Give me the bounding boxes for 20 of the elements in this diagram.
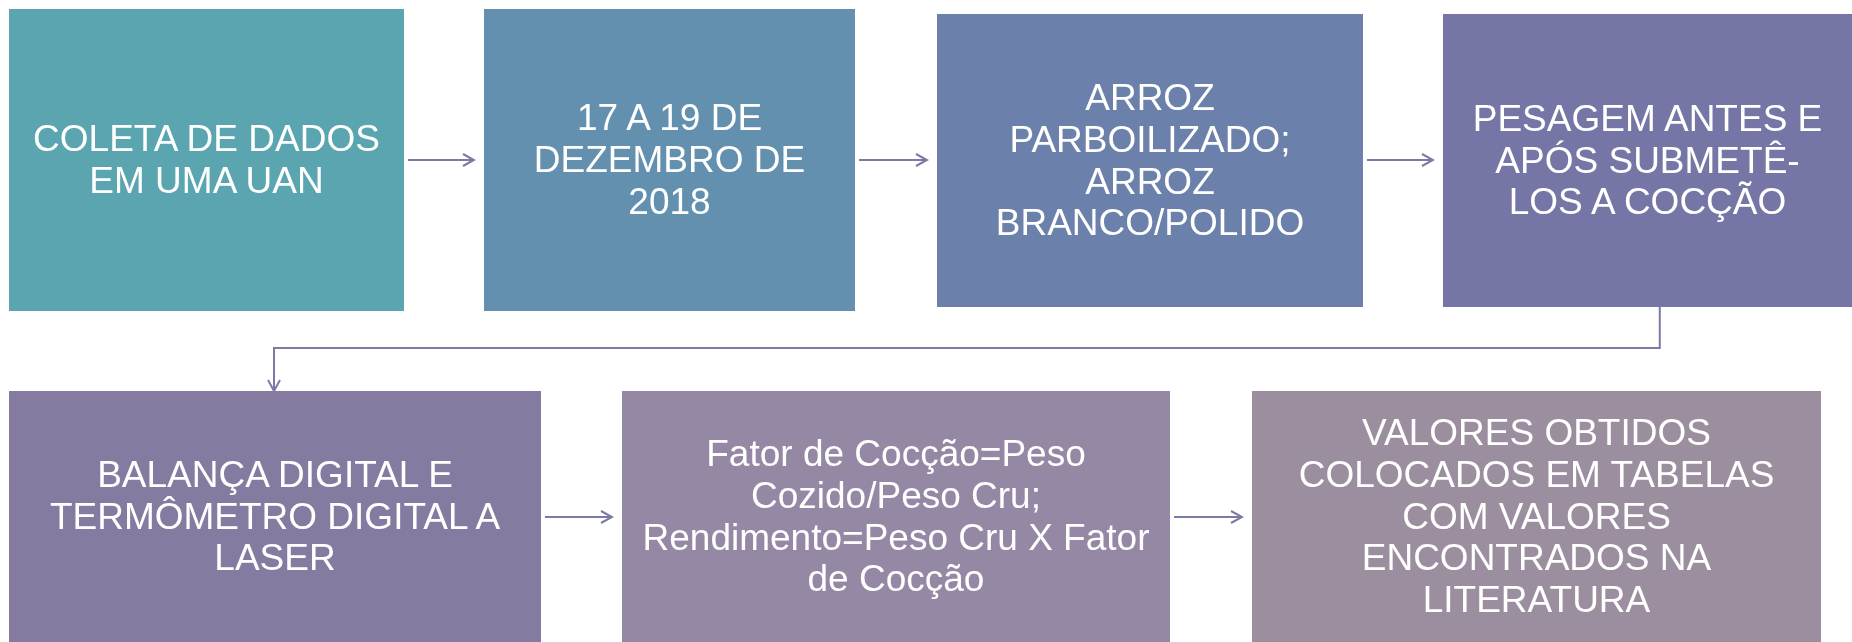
process-box xyxy=(9,9,404,311)
arrow xyxy=(1173,510,1243,524)
arrow xyxy=(1366,153,1434,167)
arrow xyxy=(858,153,928,167)
step-text: Fator de Cocção=Peso Cozido/Peso Cru; Rendimento=Peso Cru X Fator de Cocção xyxy=(641,432,1151,601)
process-box xyxy=(622,391,1170,642)
step-text: 17 A 19 DE DEZEMBRO DE 2018 xyxy=(532,97,807,223)
process-box xyxy=(937,14,1363,307)
step-text: PESAGEM ANTES E APÓS SUBMETÊ-LOS A COCÇÃO xyxy=(1471,97,1824,224)
step-text: BALANÇA DIGITAL E TERMÔMETRO DIGITAL A LASER xyxy=(48,453,502,580)
process-box xyxy=(9,391,541,642)
arrow xyxy=(267,306,1661,392)
step-text: COLETA DE DADOS EM UMA UAN xyxy=(32,118,381,202)
process-box xyxy=(1443,14,1852,307)
step-text: VALORES OBTIDOS COLOCADOS EM TABELAS COM VALORES ENCONTRADOS NA LITERATURA xyxy=(1297,412,1776,621)
arrow xyxy=(544,510,613,524)
process-box xyxy=(484,9,855,311)
step-text: ARROZ PARBOILIZADO; ARROZ BRANCO/POLIDO xyxy=(994,76,1306,245)
arrow xyxy=(407,153,475,167)
process-box xyxy=(1252,391,1821,642)
